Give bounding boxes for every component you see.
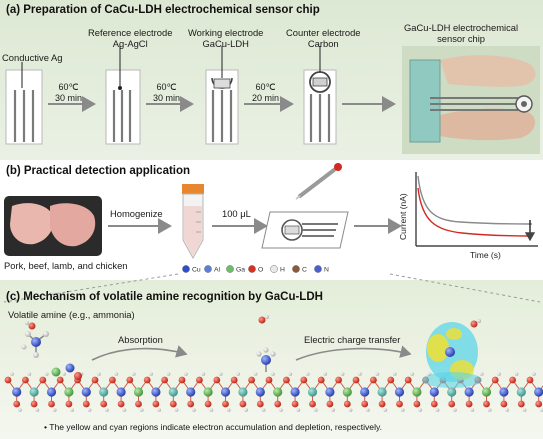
legend-label-cu: Cu [192,267,201,274]
legend-label-c: C [302,267,307,274]
label-reference-electrode: Reference electrode Ag-AgCl [88,27,173,49]
label-working-electrode: Working electrode GaCu-LDH [188,27,264,49]
curve-gray [417,175,533,225]
ldh-lattice [4,363,543,412]
legend-swatch-al [204,265,212,273]
chip-counter-electrode [303,46,337,145]
zoom-line-left [3,273,179,303]
ammonia-molecule-free [21,331,49,358]
step-3-condition: 60℃ 20 min [252,82,280,103]
panel-b-title: (b) Practical detection application [6,165,191,177]
footnote: • The yellow and cyan regions indicate e… [44,422,383,432]
pipette [295,163,342,200]
label-sensor-chip: GaCu-LDH electrochemical sensor chip [404,22,519,44]
legend-swatch-c [292,265,300,273]
plot-xlabel: Time (s) [470,250,501,260]
panel-c-title: (c) Mechanism of volatile amine recognit… [6,291,323,303]
label-homogenize: Homogenize [110,208,163,219]
step-1-condition: 60℃ 30 min [55,82,83,103]
legend-label-ga: Ga [236,267,245,274]
legend-label-h: H [280,267,285,274]
legend-swatch-h [270,265,278,273]
curve-red [417,187,533,237]
water-molecule-1 [25,321,36,330]
legend-label-n: N [324,267,329,274]
label-samples: Pork, beef, lamb, and chicken [4,260,128,271]
label-volume: 100 μL [222,208,251,219]
element-legend: Cu Al Ga O H C N [182,265,329,274]
current-time-plot: Current (nA) Time (s) [398,172,538,260]
legend-swatch-n [314,265,322,273]
transfer-arrow [295,345,412,361]
zoom-line-right [389,273,541,303]
plot-ylabel: Current (nA) [398,193,408,240]
chip-photo-in-hand [402,46,540,154]
label-charge-transfer: Electric charge transfer [304,334,401,345]
label-counter-electrode: Counter electrode Carbon [286,27,361,49]
centrifuge-tube [182,184,204,260]
sensor-chip-small [261,211,349,249]
label-absorption: Absorption [118,334,163,345]
water-molecule-3 [470,319,481,328]
label-volatile-amine: Volatile amine (e.g., ammonia) [8,309,135,320]
step-2-condition: 60℃ 30 min [153,82,181,103]
legend-label-o: O [258,267,263,274]
label-conductive-ag: Conductive Ag [2,52,63,63]
meat-tray-photo [4,196,102,256]
chip-reference-electrode [105,46,141,145]
legend-swatch-ga [226,265,234,273]
panel-a-title: (a) Preparation of CaCu-LDH electrochemi… [6,4,320,16]
legend-label-al: Al [214,267,221,274]
charge-density-cloud [422,322,482,388]
legend-swatch-cu [182,265,190,273]
adsorbed-ammonia [256,347,276,372]
absorption-arrow [91,345,188,361]
water-molecule-2 [258,315,269,324]
chip-conductive-ag [5,62,43,145]
legend-swatch-o [248,265,256,273]
chip-working-electrode [205,46,239,145]
